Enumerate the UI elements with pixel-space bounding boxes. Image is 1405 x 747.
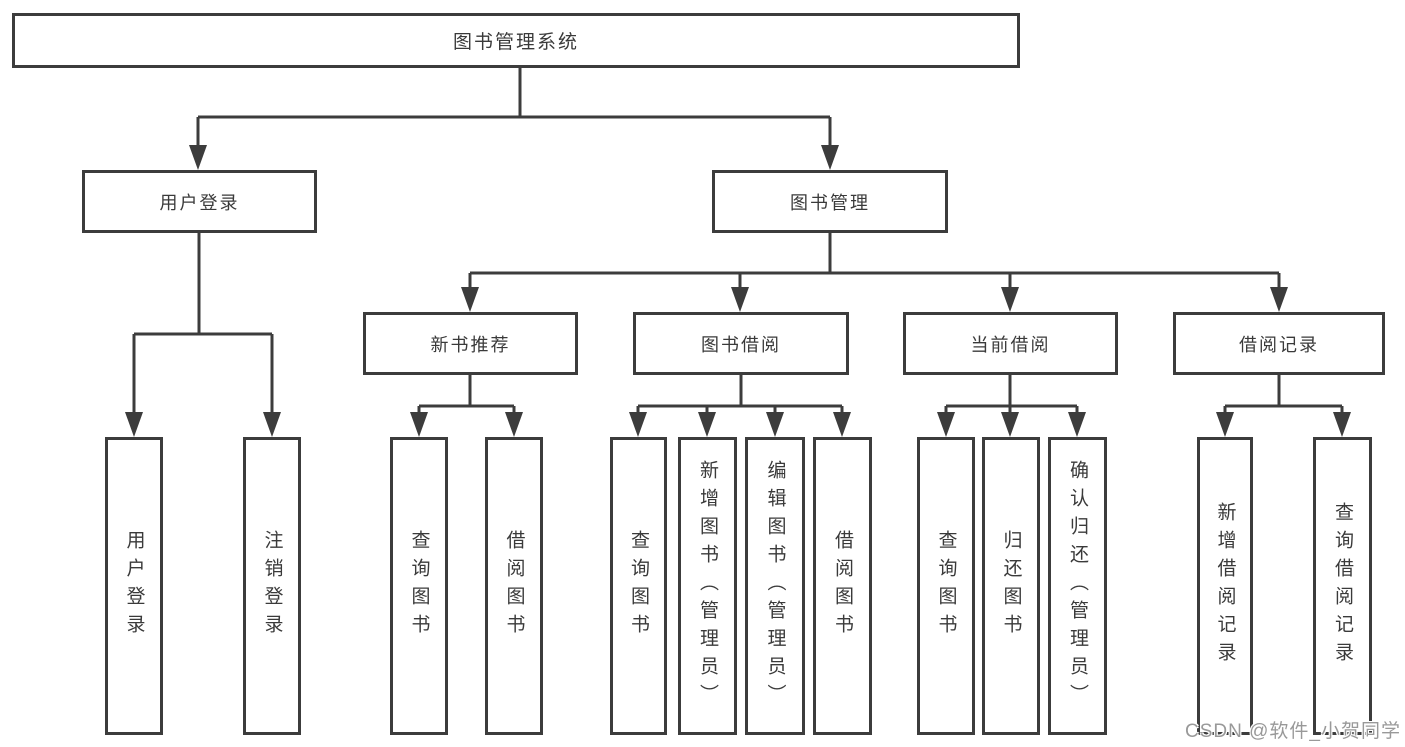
node-leaf-edit-book-admin: 编辑图书（管理员）	[745, 437, 805, 735]
node-leaf-borrow-books-recommend: 借阅图书	[485, 437, 543, 735]
node-leaf-confirm-return-admin: 确认归还（管理员）	[1048, 437, 1107, 735]
node-leaf-add-borrow-record: 新增借阅记录	[1197, 437, 1253, 735]
node-leaf-query-books-borrowing: 查询图书	[610, 437, 667, 735]
node-borrowing-records: 借阅记录	[1173, 312, 1385, 375]
node-new-book-recommendation: 新书推荐	[363, 312, 578, 375]
watermark-text: CSDN @软件_小贺同学	[1185, 721, 1401, 742]
node-leaf-logout: 注销登录	[243, 437, 301, 735]
arrowhead-icons	[125, 145, 1351, 437]
node-leaf-user-login: 用户登录	[105, 437, 163, 735]
node-library-management-system: 图书管理系统	[12, 13, 1020, 68]
node-user-login: 用户登录	[82, 170, 317, 233]
node-book-management: 图书管理	[712, 170, 948, 233]
node-leaf-query-borrow-record: 查询借阅记录	[1313, 437, 1372, 735]
node-book-borrowing: 图书借阅	[633, 312, 849, 375]
node-leaf-return-book: 归还图书	[982, 437, 1040, 735]
node-leaf-query-books-recommend: 查询图书	[390, 437, 448, 735]
node-leaf-add-book-admin: 新增图书（管理员）	[678, 437, 737, 735]
node-leaf-query-books-current: 查询图书	[917, 437, 975, 735]
node-leaf-borrow-books-borrowing: 借阅图书	[813, 437, 872, 735]
node-current-borrowing: 当前借阅	[903, 312, 1118, 375]
